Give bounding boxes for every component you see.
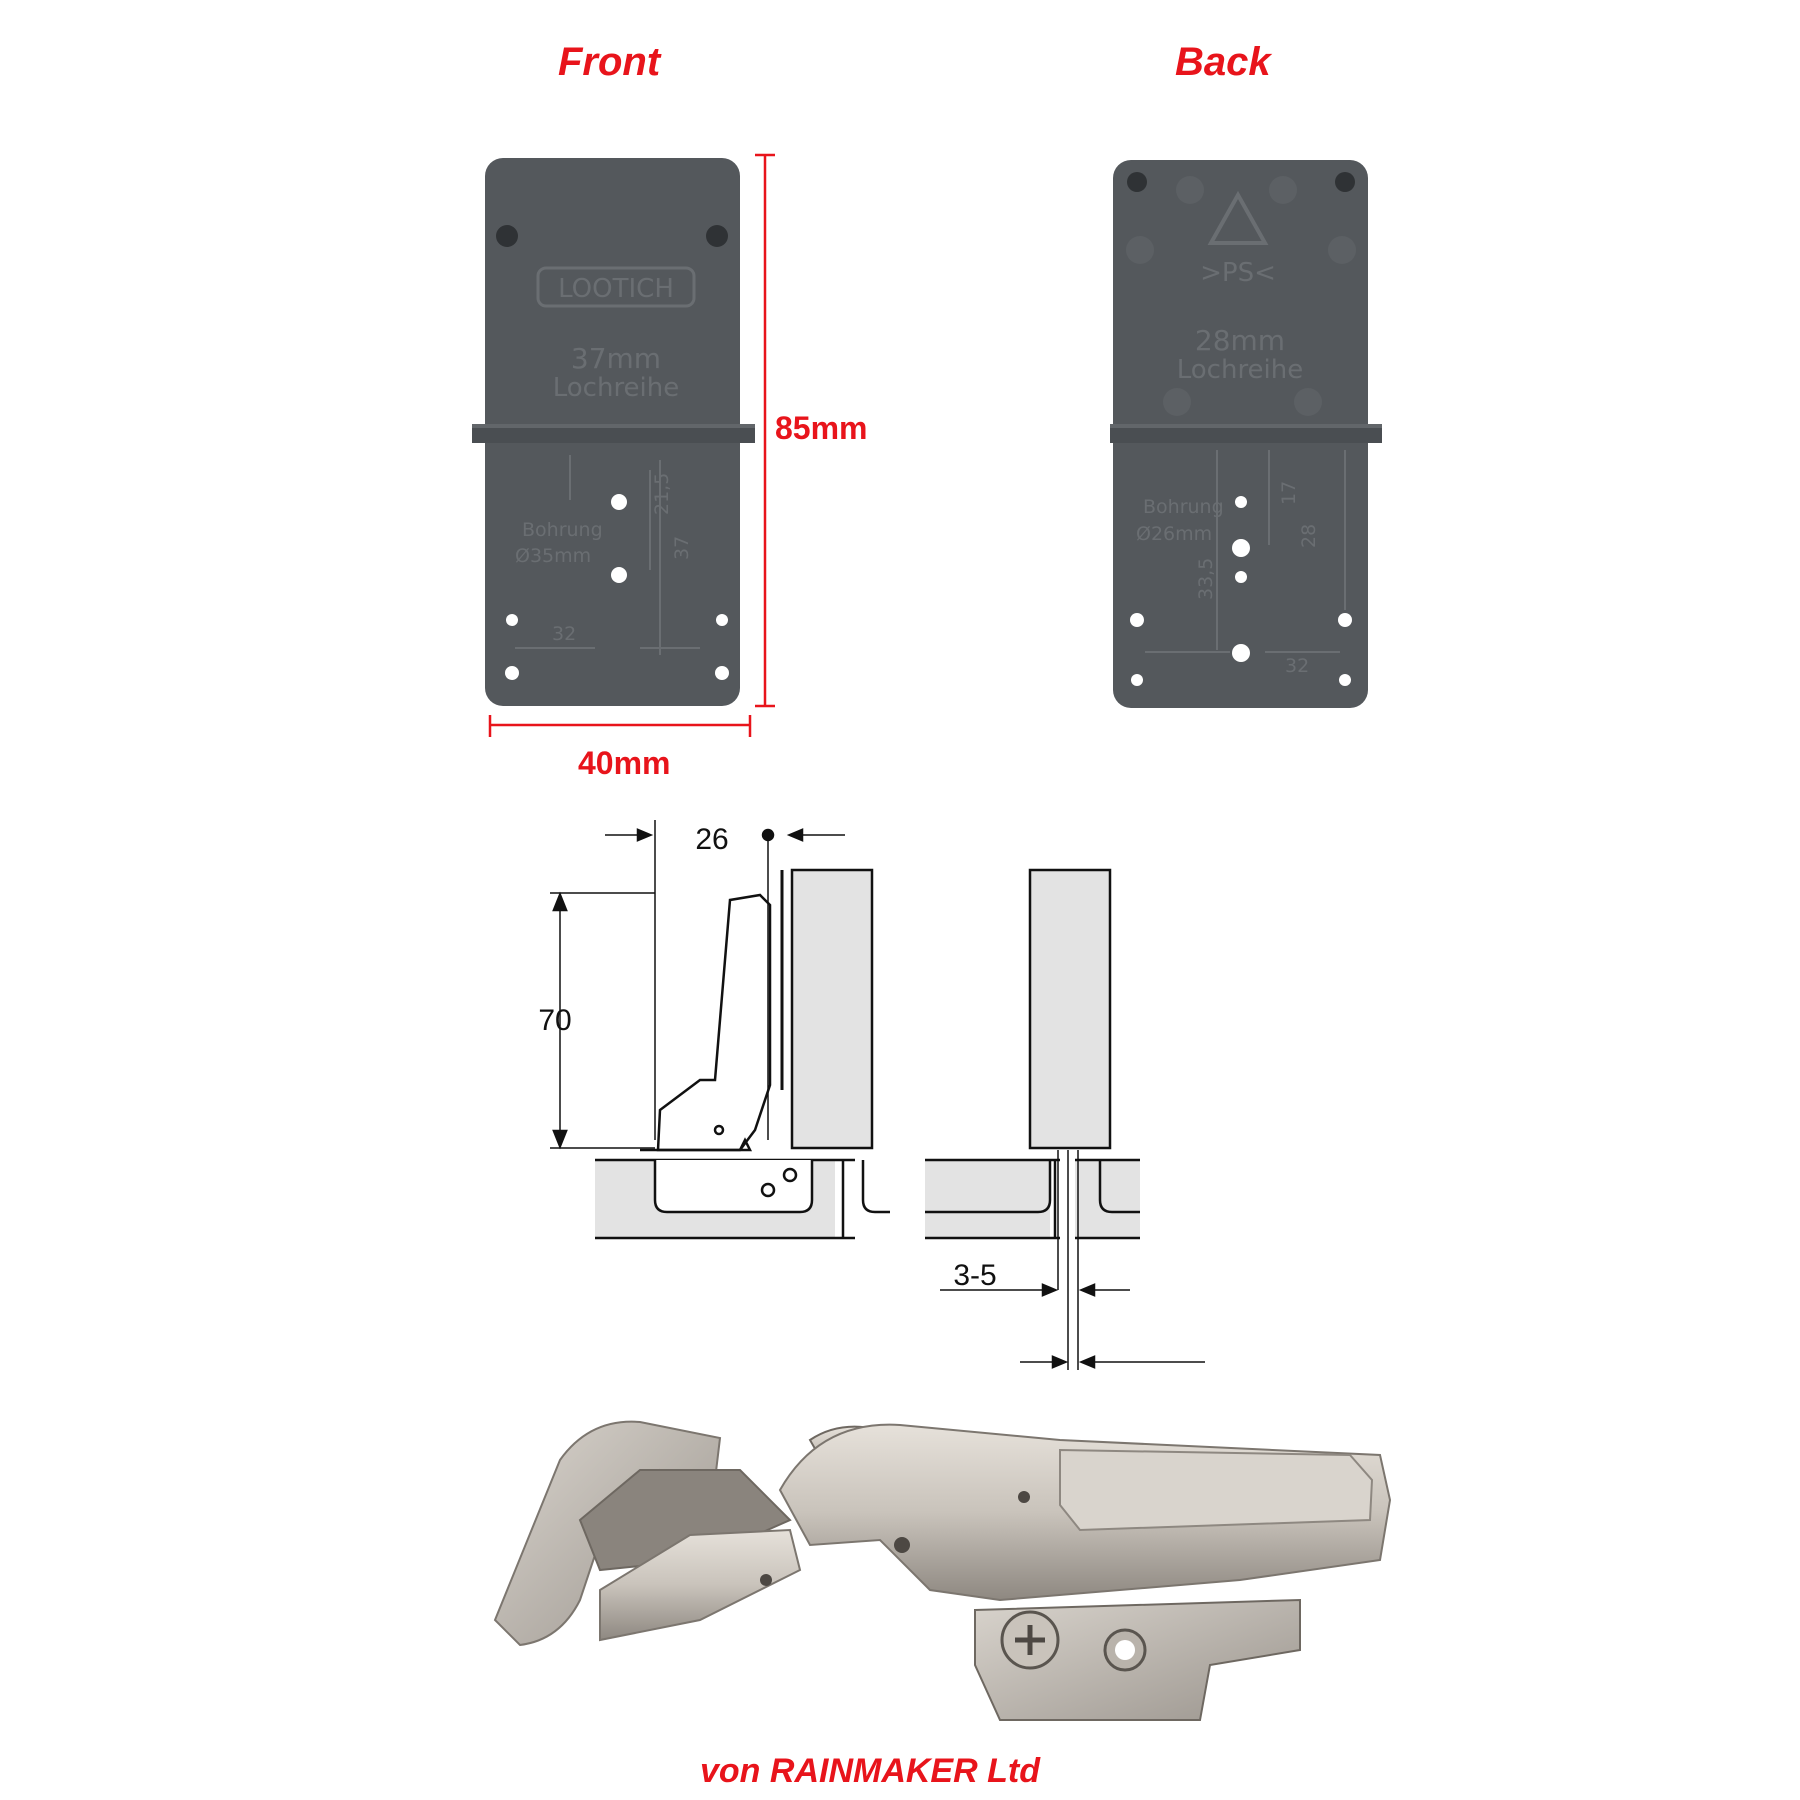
drawing-dim-26: 26 [695, 823, 728, 856]
back-dim-17-text: 17 [1278, 481, 1300, 505]
front-dim-37-text: 37 [671, 536, 693, 560]
footer-credit: von RAINMAKER Ltd [700, 1752, 1040, 1790]
back-plate: >PS< 28mm Lochreihe Bohrung Ø26mm 32 28 … [1110, 160, 1382, 708]
back-bore-diameter-text: Ø26mm [1136, 523, 1212, 545]
height-dimension-label: 85mm [775, 410, 868, 446]
recycle-icon [1207, 190, 1269, 245]
front-plate: LOOTICH 37mm Lochreihe Bohrung Ø35mm 32 … [472, 158, 755, 706]
front-brand-text: LOOTICH [558, 274, 674, 304]
hinge-drawing [550, 820, 1205, 1370]
front-dim-21-5-text: 21,5 [651, 473, 673, 515]
back-bore-word-text: Bohrung [1143, 496, 1224, 518]
front-dim-32-text: 32 [552, 623, 576, 645]
back-dim-32-text: 32 [1285, 655, 1309, 677]
back-recycle-code-text: >PS< [1200, 258, 1276, 288]
back-row-spacing-text: 28mm [1195, 324, 1285, 357]
front-row-spacing-text: 37mm [571, 342, 661, 375]
hinge-product-image [493, 1420, 1392, 1721]
front-bore-word-text: Bohrung [522, 519, 603, 541]
width-dimension-label: 40mm [578, 745, 671, 781]
front-bore-diameter-text: Ø35mm [515, 545, 591, 567]
front-row-word-text: Lochreihe [553, 373, 680, 403]
dimension-lines [488, 153, 775, 737]
front-title: Front [558, 40, 661, 84]
drawing-dim-3-5: 3-5 [953, 1259, 996, 1292]
back-dim-33-5-text: 33,5 [1195, 558, 1217, 600]
back-title: Back [1175, 40, 1271, 84]
drawing-dim-70: 70 [538, 1004, 571, 1037]
back-row-word-text: Lochreihe [1177, 355, 1304, 385]
back-dim-28-text: 28 [1298, 524, 1320, 548]
